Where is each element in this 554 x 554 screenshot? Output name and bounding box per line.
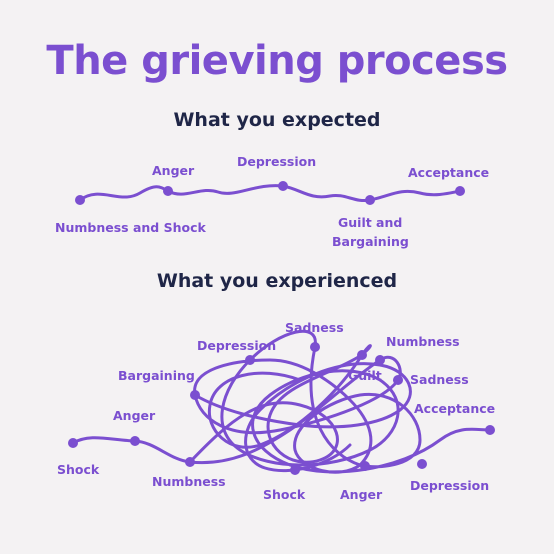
expected-node-anger: [163, 186, 173, 196]
label-depression-bottom: Depression: [410, 478, 489, 493]
experienced-node-bargaining: [190, 390, 200, 400]
label-anger-bottom: Anger: [340, 487, 383, 502]
expected-node-acceptance: [455, 186, 465, 196]
label-sadness-top: Sadness: [285, 320, 344, 335]
label-shock-left: Shock: [57, 462, 100, 477]
label-guilt: Guilt: [348, 368, 382, 383]
label-sadness-right: Sadness: [410, 372, 469, 387]
experienced-node-shock-left: [68, 438, 78, 448]
experienced-node-sadness-top: [310, 342, 320, 352]
label-bargaining: Bargaining: [118, 368, 195, 383]
experienced-node-anger-bottom: [360, 461, 370, 471]
expected-node-numbness: [75, 195, 85, 205]
label-depression-top: Depression: [197, 338, 276, 353]
experienced-node-depression-bottom: [417, 459, 427, 469]
experienced-tangle-line-2: [188, 344, 372, 464]
label-numbness-top: Numbness: [386, 334, 460, 349]
label-numbness-and-shock: Numbness and Shock: [55, 220, 206, 235]
experienced-path-group: [68, 329, 495, 475]
page-title: The grieving process: [46, 38, 508, 84]
experienced-node-numbness-bottom: [185, 457, 195, 467]
label-shock-bottom: Shock: [263, 487, 306, 502]
experienced-node-sadness-right: [393, 375, 403, 385]
experienced-node-guilt: [357, 350, 367, 360]
expected-node-depression: [278, 181, 288, 191]
label-acceptance-experienced: Acceptance: [414, 401, 495, 416]
label-anger-expected: Anger: [152, 163, 195, 178]
label-bargaining-expected: Bargaining: [332, 234, 409, 249]
experienced-heading: What you experienced: [156, 270, 398, 292]
expected-heading: What you expected: [173, 109, 381, 131]
label-guilt-and: Guilt and: [338, 215, 402, 230]
experienced-node-numbness-top: [375, 355, 385, 365]
experienced-node-depression-top: [245, 355, 255, 365]
expected-node-guilt: [365, 195, 375, 205]
experienced-node-shock-bottom: [290, 465, 300, 475]
expected-path-group: [75, 181, 465, 205]
expected-wave-line: [78, 184, 462, 203]
experienced-node-acceptance: [485, 425, 495, 435]
label-anger-left: Anger: [113, 408, 156, 423]
label-acceptance-expected: Acceptance: [408, 165, 489, 180]
experienced-node-anger-left: [130, 436, 140, 446]
label-depression-expected: Depression: [237, 154, 316, 169]
label-numbness-bottom: Numbness: [152, 474, 226, 489]
